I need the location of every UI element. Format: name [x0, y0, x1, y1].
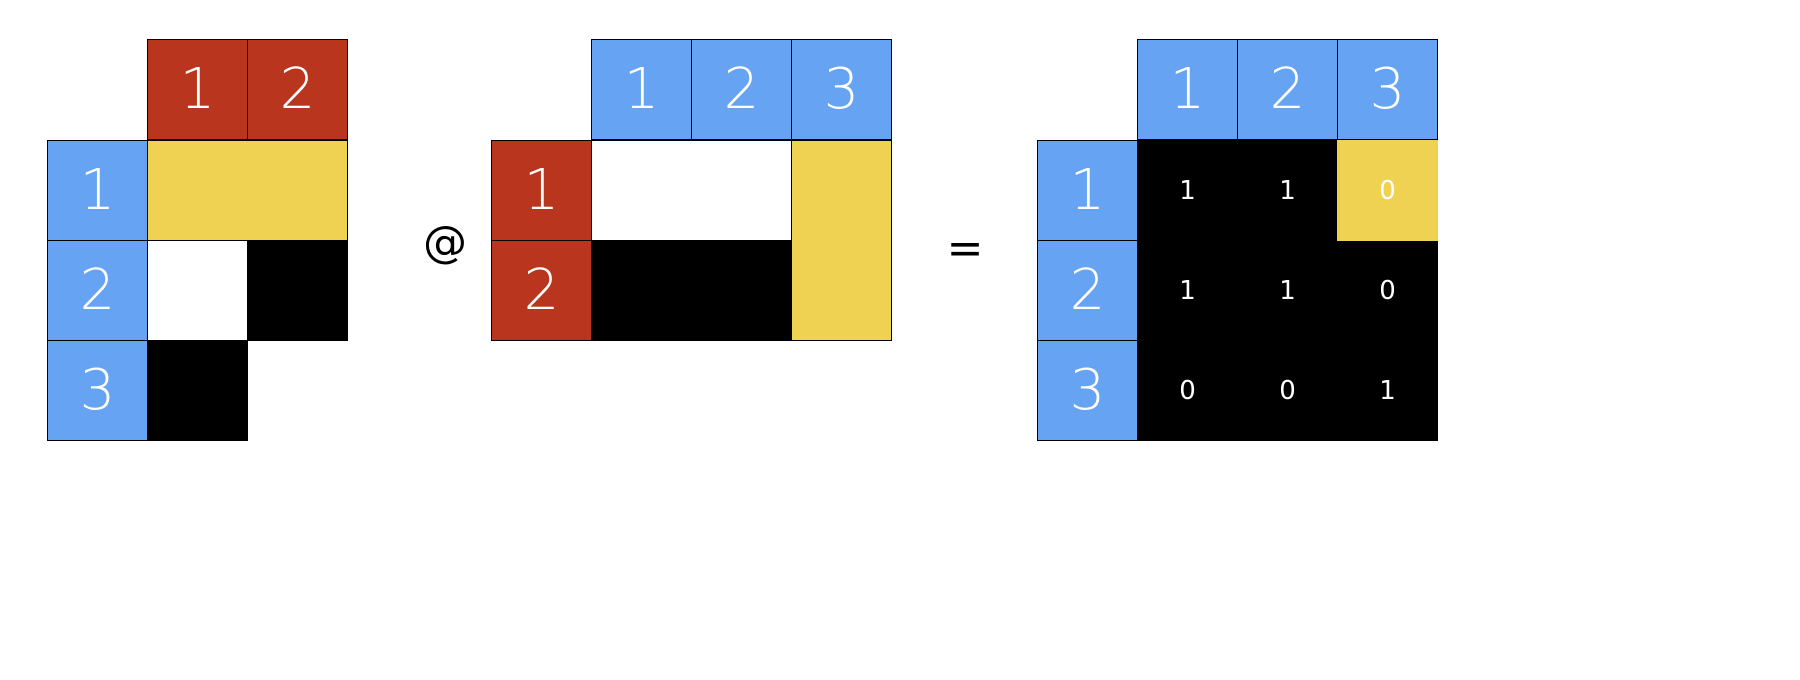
matrix-a-cell-black: [147, 340, 248, 441]
matrix-b-cell-black: [591, 240, 792, 341]
result-value-cell: 1: [1279, 275, 1296, 306]
matrix-a-row-header: 1: [47, 140, 148, 241]
result-row-header: 2: [1037, 240, 1138, 341]
result-value-cell-highlight: 0: [1337, 140, 1438, 241]
matrix-a-row-header: 3: [47, 340, 148, 441]
matrix-b-cell-white: [591, 140, 792, 241]
matrix-a-cell-white: [147, 240, 248, 341]
matrix-a-cell-highlight: [147, 140, 348, 241]
matrix-b-cell-highlight: [791, 140, 892, 341]
matrix-b-col-header: 1: [591, 39, 692, 140]
result-col-header: 3: [1337, 39, 1438, 140]
result-row-header: 3: [1037, 340, 1138, 441]
result-row-header: 1: [1037, 140, 1138, 241]
result-value-cell: 1: [1179, 175, 1196, 206]
result-col-header: 1: [1137, 39, 1238, 140]
result-value-cell: 1: [1279, 175, 1296, 206]
matmul-operator: @: [423, 216, 467, 268]
result-value-cell: 0: [1279, 375, 1296, 406]
matrix-a-col-header: 1: [147, 39, 248, 140]
matrix-b-row-header: 1: [491, 140, 592, 241]
matrix-a-cell-black: [247, 240, 348, 341]
matrix-b-row-header: 2: [491, 240, 592, 341]
result-value-cell: 1: [1379, 375, 1396, 406]
result-value-cell: 0: [1379, 275, 1396, 306]
matrix-a-row-header: 2: [47, 240, 148, 341]
matrix-b-col-header: 3: [791, 39, 892, 140]
result-col-header: 2: [1237, 39, 1338, 140]
result-value-cell: 0: [1179, 375, 1196, 406]
equals-operator: =: [946, 222, 984, 274]
matrix-a-col-header: 2: [247, 39, 348, 140]
result-value-cell: 1: [1179, 275, 1196, 306]
matrix-b-col-header: 2: [691, 39, 792, 140]
